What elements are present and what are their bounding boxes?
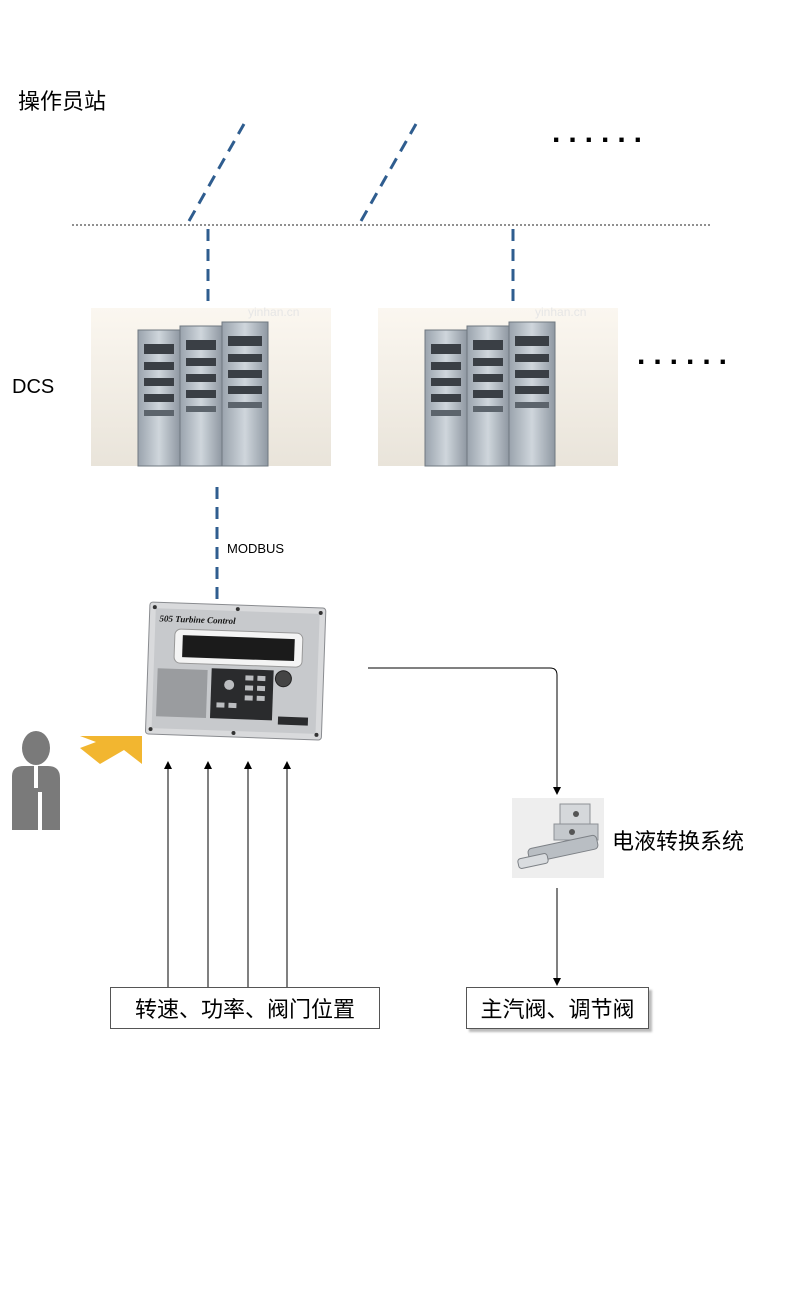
controller-brand: 505 Turbine Control [159,613,236,626]
dcs-cabinet-image-2: yinhan.cn [378,305,618,467]
valves-box: 主汽阀、调节阀 [466,987,649,1029]
signals-box: 转速、功率、阀门位置 [110,987,380,1029]
operator-link-1 [187,123,246,222]
controller-505-image: 505 Turbine Control [144,601,327,741]
cabinet-watermark: yinhan.cn [535,305,586,319]
more-dcs-ellipsis: ...... [637,338,736,371]
ehc-system-label: 电液转换系统 [612,829,745,854]
dcs-cabinet-image-1: yinhan.cn [91,305,331,467]
modbus-label: MODBUS [227,541,285,556]
cabinet-watermark: yinhan.cn [248,305,299,319]
operator-link-2 [359,123,418,222]
dcs-label: DCS [12,376,55,398]
more-stations-ellipsis: ...... [552,116,651,149]
ehc-actuator-image [512,798,604,878]
operator-person-icon [12,731,60,830]
controller-to-ehc-arrow [368,667,561,795]
operator-input-arrow-icon [80,736,142,764]
operator-station-label: 操作员站 [18,89,107,114]
